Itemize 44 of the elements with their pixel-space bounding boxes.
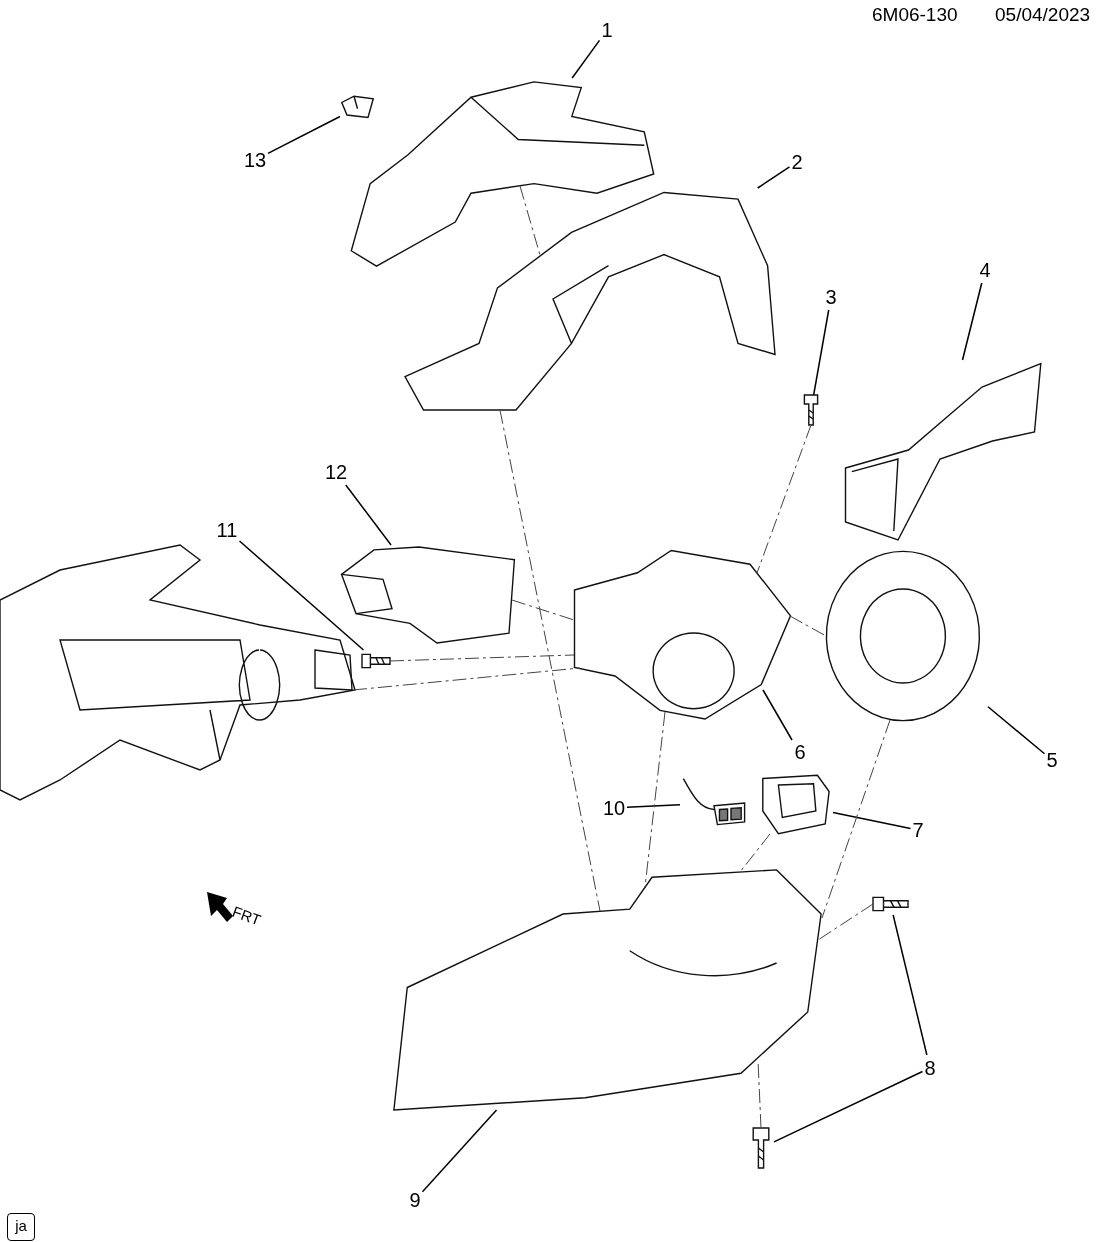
clip-drawing — [340, 95, 375, 120]
centerline — [511, 599, 575, 621]
leader-line — [773, 1070, 924, 1143]
leader-line — [892, 914, 928, 1056]
callout-number: 13 — [244, 149, 267, 171]
callout-number: 2 — [791, 151, 803, 173]
centerline — [789, 615, 827, 637]
callout-number: 9 — [409, 1189, 421, 1211]
drawing-number: 6M06-130 — [872, 4, 958, 26]
leader-line — [421, 1109, 498, 1193]
leader-line — [961, 282, 983, 361]
callout-number: 11 — [216, 519, 238, 541]
switch-drawing — [338, 545, 518, 643]
callout-number: 8 — [924, 1057, 936, 1079]
leader-line — [832, 811, 912, 830]
centerline — [352, 667, 581, 691]
leader-line — [762, 689, 793, 741]
date: 05/04/2023 — [995, 4, 1091, 26]
leader-line — [812, 309, 830, 396]
centerline — [499, 409, 601, 912]
callout-number: 12 — [325, 461, 348, 483]
centerline — [821, 719, 891, 919]
callout-number: 7 — [912, 819, 924, 841]
callout-number: 5 — [1046, 749, 1058, 771]
leader-line — [756, 166, 791, 189]
centerline — [756, 424, 812, 574]
centerline — [817, 903, 874, 941]
leader-line — [238, 540, 365, 651]
leader-line — [267, 115, 341, 155]
code-label: ja — [7, 1213, 35, 1241]
callout-number: 3 — [825, 286, 837, 308]
centerline — [519, 185, 541, 256]
centerline — [644, 711, 666, 888]
leader-line — [571, 39, 601, 79]
callout-number: 1 — [601, 19, 613, 41]
callout-number: 4 — [979, 259, 991, 281]
leader-line — [987, 706, 1046, 755]
callout-number: 10 — [603, 797, 626, 819]
centerline — [739, 833, 771, 873]
centerline — [389, 654, 575, 662]
callout-number: 6 — [794, 741, 806, 763]
direction-label: FRT — [229, 901, 264, 931]
leader-line — [626, 803, 681, 809]
leader-line — [345, 484, 392, 546]
